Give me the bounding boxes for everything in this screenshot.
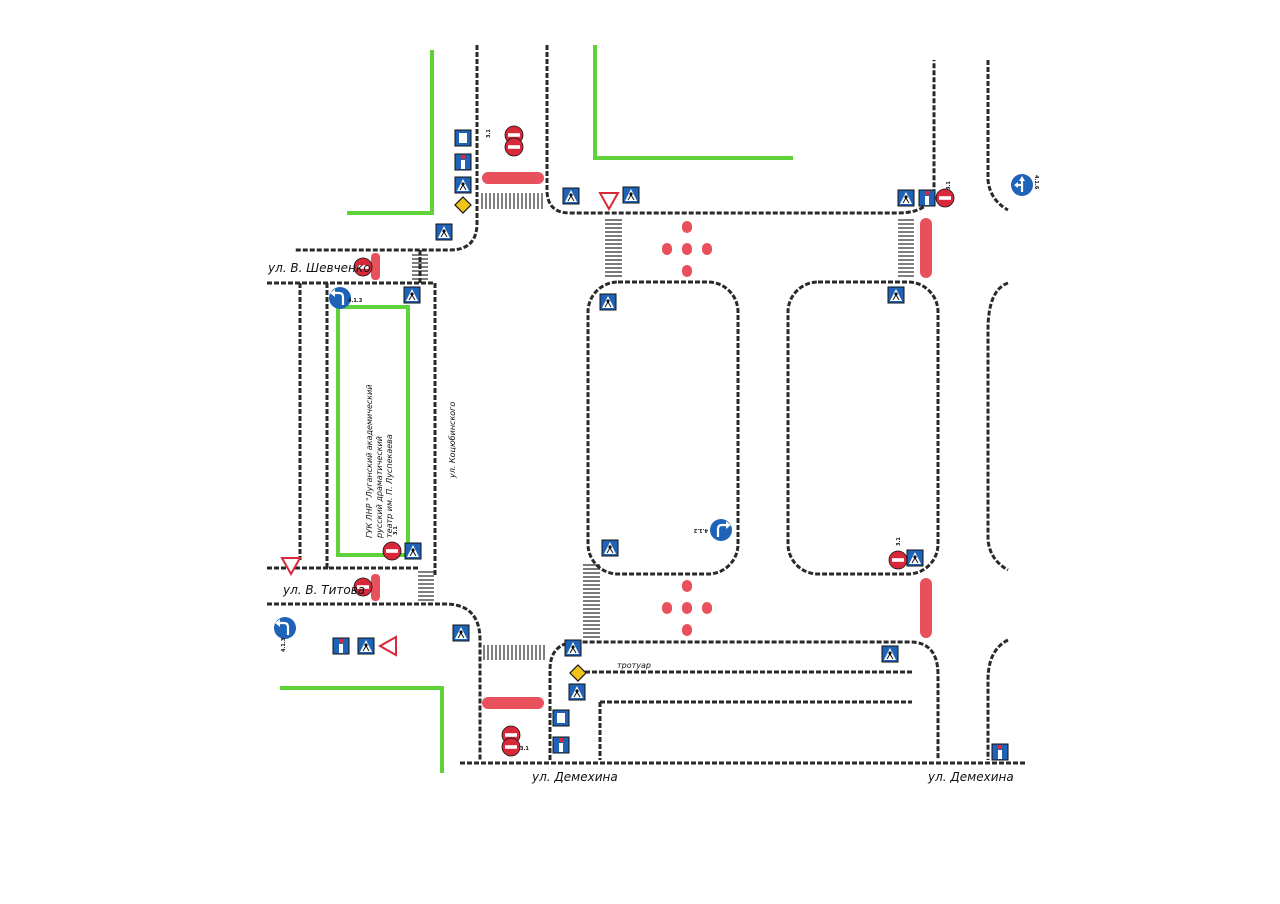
pedestrian-crossing-sign-icon	[881, 645, 899, 663]
pedestrian-crossing-sign-icon	[568, 683, 586, 701]
barrier-right-top	[920, 218, 932, 278]
deadend-sign-icon	[332, 637, 350, 655]
street-label-demekhina-right: ул. Демехина	[927, 770, 1014, 784]
barrier-shevchenko	[371, 253, 380, 280]
crosswalk-bottom-central	[583, 564, 600, 638]
barrier-titova	[371, 574, 380, 601]
pedestrian-crossing-sign-icon	[906, 549, 924, 567]
yield-sign-icon	[281, 557, 301, 575]
pedestrian-crossing-sign-icon	[452, 624, 470, 642]
street-label-demekhina-left: ул. Демехина	[531, 770, 618, 784]
svg-text:3.1: 3.1	[896, 537, 902, 546]
road-signs	[272, 125, 1033, 761]
pedestrian-crossing-sign-icon	[601, 539, 619, 557]
sidewalk-label: тротуар	[617, 661, 651, 670]
barrier-right-bottom	[920, 578, 932, 638]
noentry-sign-top-left-2-icon	[504, 137, 524, 157]
straight-or-left-sign-icon	[1011, 174, 1033, 196]
pedestrian-crossing-sign-icon	[599, 293, 617, 311]
turn-right-sign-icon	[708, 517, 734, 543]
deadend-sign-icon	[991, 743, 1009, 761]
deadend-sign-icon	[454, 153, 472, 171]
pedestrian-crossing-sign-icon	[403, 286, 421, 304]
pedestrian-crossing-sign-icon	[562, 187, 580, 205]
svg-text:ГУК ЛНР "Луганский академическ: ГУК ЛНР "Луганский академический	[365, 385, 374, 539]
noentry-sign-icon	[935, 188, 955, 208]
barriers	[371, 172, 932, 709]
deadend-sign-icon	[552, 736, 570, 754]
yield-sign-icon	[599, 192, 619, 210]
svg-text:4.1.3: 4.1.3	[348, 298, 363, 304]
building-label: ГУК ЛНР "Луганский академический русский…	[365, 385, 394, 540]
crosswalk-top-central	[605, 219, 622, 277]
road-network	[267, 45, 1025, 765]
noentry-sign-icon	[888, 550, 908, 570]
street-label-kotsyubinskogo: ул. Коцюбинского	[448, 402, 457, 479]
barrier-top-left	[482, 172, 544, 184]
svg-text:3.1: 3.1	[946, 181, 952, 190]
pedestrian-crossing-sign-icon	[357, 637, 375, 655]
main-road-diamond-icon	[569, 664, 587, 682]
yield-sign-icon	[379, 636, 397, 656]
crosswalk-bottom-left	[483, 645, 545, 660]
svg-text:3.1: 3.1	[486, 129, 492, 138]
noentry-sign-icon	[501, 737, 521, 757]
pedestrian-crossing-sign-icon	[564, 639, 582, 657]
crosswalk-left-shevchenko	[412, 254, 428, 280]
svg-text:3.1: 3.1	[520, 746, 529, 752]
sign-codes: 3.1 4.1.6 4.1.3 4.1.2 4.1.3 3.1 3.1 3.1 …	[281, 129, 1039, 752]
svg-text:3.1: 3.1	[393, 526, 399, 535]
barrier-bottom-left	[482, 697, 544, 709]
pedestrian-crossing-sign-icon	[454, 176, 472, 194]
pedestrian-crossing-sign-icon	[622, 186, 640, 204]
pedestrian-crossing-sign-icon	[404, 542, 422, 560]
crosswalks	[412, 193, 914, 660]
green-zones	[280, 45, 793, 773]
street-labels: ул. В. Шевченко ул. В. Титова ул. Демехи…	[267, 261, 1014, 784]
svg-text:4.1.3: 4.1.3	[281, 637, 287, 652]
main-road-diamond-icon	[454, 196, 472, 214]
turn-left-sign-icon	[272, 615, 298, 641]
street-label-shevchenko: ул. В. Шевченко	[267, 261, 370, 275]
crosswalk-top-right	[898, 219, 914, 277]
pedestrian-crossing-sign-icon	[897, 189, 915, 207]
svg-text:4.1.2: 4.1.2	[693, 527, 708, 533]
street-label-titova: ул. В. Титова	[282, 583, 365, 597]
pedestrian-crossing-sign-icon	[887, 286, 905, 304]
deadend-sign-icon	[918, 189, 936, 207]
pedestrian-crossing-sign-icon	[435, 223, 453, 241]
lane-direction-sign-2	[552, 709, 570, 727]
svg-text:4.1.6: 4.1.6	[1033, 175, 1039, 190]
svg-text:русский драматический: русский драматический	[375, 436, 384, 539]
crosswalk-left-titova	[418, 571, 434, 601]
crosswalk-top-left	[481, 193, 543, 209]
lane-direction-sign-1	[454, 129, 472, 147]
noentry-sign-icon	[382, 541, 402, 561]
svg-text:театр им. П. Луспекаева: театр им. П. Луспекаева	[385, 434, 394, 538]
